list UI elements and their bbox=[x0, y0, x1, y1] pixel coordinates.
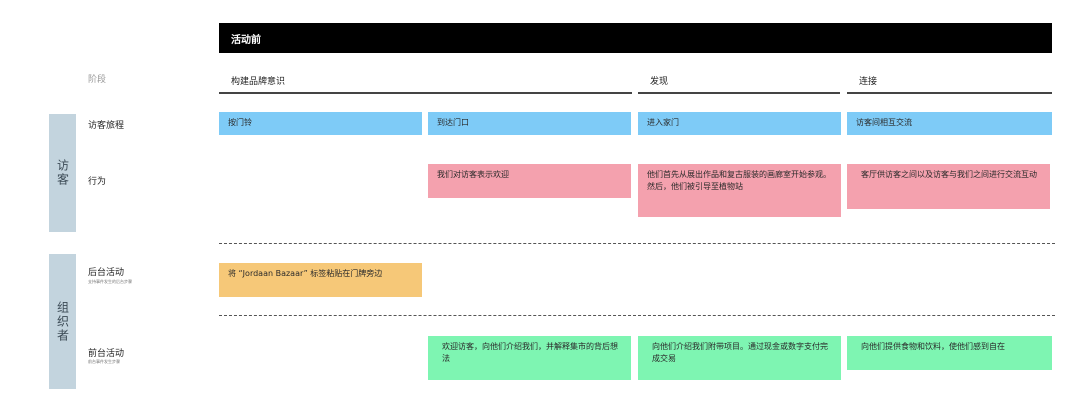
card-text: 按门铃 bbox=[228, 118, 252, 127]
card-text: 进入家门 bbox=[647, 118, 679, 127]
row-label-behavior: 行为 bbox=[88, 177, 107, 187]
behavior-card-welcome: 我们对访客表示欢迎 bbox=[428, 164, 631, 198]
journey-card-enter-home: 进入家门 bbox=[638, 112, 841, 135]
sidebar-organizer: 组织者 bbox=[49, 254, 76, 389]
card-text: 欢迎访客，向他们介绍我们，并解释集市的背后想法 bbox=[442, 342, 618, 363]
journey-card-arrive-door: 到达门口 bbox=[428, 112, 631, 135]
card-text: 向他们介绍我们附带项目。通过现金或数字支付完成交易 bbox=[652, 342, 828, 363]
phase-label: 连接 bbox=[859, 77, 878, 87]
behavior-card-gallery-tour: 他们首先从展出作品和复古服装的画廊室开始参观。然后，他们被引导至植物站 bbox=[638, 164, 841, 217]
row-sub-frontstage: 前台事件发生步骤 bbox=[88, 359, 120, 364]
frontstage-card-food-drinks: 向他们提供食物和饮料，使他们感到自在 bbox=[847, 336, 1052, 370]
phase-build-awareness: 构建品牌意识 bbox=[219, 74, 632, 94]
sidebar-organizer-label: 组织者 bbox=[55, 300, 70, 343]
frontstage-card-welcome-intro: 欢迎访客，向他们介绍我们，并解释集市的背后想法 bbox=[428, 336, 631, 380]
row-sub-backstage: 支持事件发生的后台步骤 bbox=[88, 279, 132, 284]
card-text: 客厅供访客之间以及访客与我们之间进行交流互动 bbox=[861, 170, 1037, 179]
card-text: 访客间相互交流 bbox=[856, 118, 912, 127]
card-text: 到达门口 bbox=[437, 118, 469, 127]
card-text: 我们对访客表示欢迎 bbox=[437, 170, 509, 179]
behavior-card-living-room: 客厅供访客之间以及访客与我们之间进行交流互动 bbox=[847, 164, 1050, 209]
row-label-journey: 访客旅程 bbox=[88, 121, 125, 131]
header-title: 活动前 bbox=[231, 34, 261, 46]
phase-label: 构建品牌意识 bbox=[231, 77, 286, 87]
sidebar-visitor-label: 访客 bbox=[55, 159, 70, 187]
sidebar-visitor: 访客 bbox=[49, 114, 76, 232]
backstage-card-label-door: 将 “Jordaan Bazaar” 标签粘贴在门牌旁边 bbox=[219, 263, 422, 297]
card-text: 向他们提供食物和饮料，使他们感到自在 bbox=[861, 342, 1005, 351]
divider-dashed bbox=[219, 243, 1055, 244]
phase-discover: 发现 bbox=[638, 74, 840, 94]
card-text: 他们首先从展出作品和复古服装的画廊室开始参观。然后，他们被引导至植物站 bbox=[647, 170, 831, 191]
divider-dashed bbox=[219, 315, 1055, 316]
row-label-backstage: 后台活动 bbox=[88, 268, 125, 278]
row-label-frontstage: 前台活动 bbox=[88, 349, 125, 359]
stage-label: 阶段 bbox=[88, 75, 107, 85]
phase-header-bar: 活动前 bbox=[219, 23, 1052, 53]
card-text: 将 “Jordaan Bazaar” 标签粘贴在门牌旁边 bbox=[228, 269, 383, 278]
phase-label: 发现 bbox=[650, 77, 669, 87]
phase-connect: 连接 bbox=[847, 74, 1052, 94]
journey-card-visitor-exchange: 访客间相互交流 bbox=[847, 112, 1052, 135]
frontstage-card-side-projects: 向他们介绍我们附带项目。通过现金或数字支付完成交易 bbox=[638, 336, 841, 380]
journey-card-ring-bell: 按门铃 bbox=[219, 112, 422, 135]
